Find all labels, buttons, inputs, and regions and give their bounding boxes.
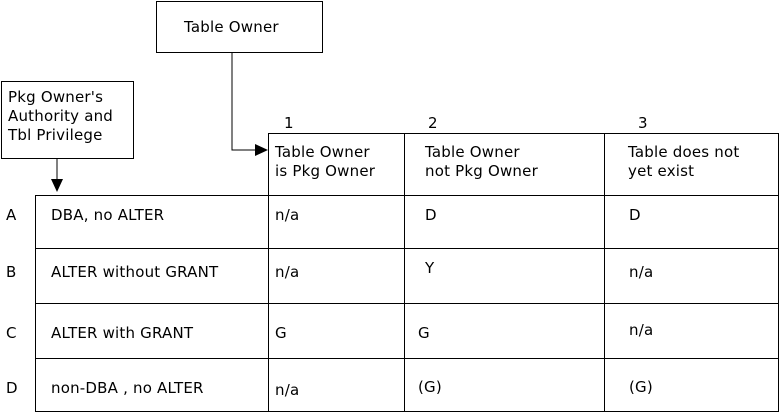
- grid-line-top: [268, 133, 779, 134]
- pkg-owner-box: Pkg Owner's Authority and Tbl Privilege: [1, 81, 134, 159]
- pkg-owner-line-2: Authority and: [8, 107, 114, 125]
- grid-line-left: [35, 195, 36, 412]
- row-b-label: ALTER without GRANT: [51, 263, 219, 281]
- grid-line-col-2: [404, 133, 405, 412]
- pkg-owner-line-3: Tbl Privilege: [8, 126, 103, 144]
- pkg-owner-arrowhead: [51, 179, 63, 192]
- table-owner-label: Table Owner: [184, 18, 279, 36]
- grid-line-right: [778, 133, 779, 412]
- table-owner-connector: [231, 53, 256, 151]
- row-d-letter: D: [6, 379, 18, 397]
- row-a-col-2: D: [425, 206, 437, 224]
- column-number-2: 2: [428, 114, 438, 132]
- row-d-col-3: (G): [629, 378, 653, 396]
- row-b-col-1: n/a: [275, 263, 300, 281]
- pkg-owner-line-1: Pkg Owner's: [8, 88, 104, 106]
- row-b-col-3: n/a: [629, 263, 654, 281]
- row-a-col-1: n/a: [275, 206, 300, 224]
- col-1-header-line-2: is Pkg Owner: [275, 162, 376, 180]
- col-2-header-line-1: Table Owner: [425, 143, 520, 161]
- row-d-col-2: (G): [418, 378, 442, 396]
- row-b-col-2: Y: [425, 259, 435, 277]
- table-owner-arrowhead: [255, 144, 268, 156]
- col-1-header-line-1: Table Owner: [275, 143, 370, 161]
- row-a-col-3: D: [629, 206, 641, 224]
- grid-line-header-bottom: [35, 195, 779, 196]
- grid-line-row-a: [35, 248, 779, 249]
- grid-line-row-b: [35, 303, 779, 304]
- row-d-label: non-DBA , no ALTER: [51, 379, 204, 397]
- column-number-3: 3: [638, 114, 648, 132]
- col-3-header-line-1: Table does not: [628, 143, 740, 161]
- row-a-label: DBA, no ALTER: [51, 206, 165, 224]
- grid-line-col-3: [604, 133, 605, 412]
- row-c-col-3: n/a: [629, 321, 654, 339]
- table-owner-box: Table Owner: [156, 1, 323, 53]
- row-b-letter: B: [6, 263, 17, 281]
- row-c-label: ALTER with GRANT: [51, 324, 194, 342]
- row-c-col-2: G: [418, 324, 430, 342]
- column-number-1: 1: [284, 114, 294, 132]
- row-c-col-1: G: [275, 324, 287, 342]
- row-d-col-1: n/a: [275, 381, 300, 399]
- row-c-letter: C: [6, 324, 17, 342]
- grid-line-bottom: [35, 411, 779, 412]
- row-a-letter: A: [6, 206, 17, 224]
- col-2-header-line-2: not Pkg Owner: [425, 162, 538, 180]
- grid-line-col-1: [268, 133, 269, 412]
- grid-line-row-c: [35, 358, 779, 359]
- col-3-header-line-2: yet exist: [628, 162, 695, 180]
